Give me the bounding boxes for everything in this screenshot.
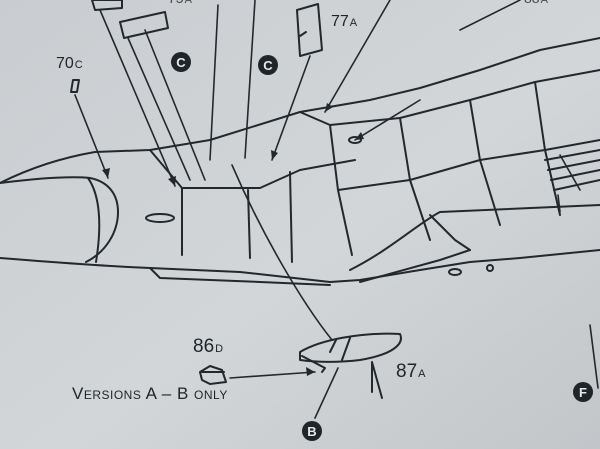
part-label-77a: 77A (331, 13, 358, 30)
callout-f: F (573, 382, 593, 402)
part-label-87a: 87A (396, 361, 426, 382)
versions-word: Versions (72, 384, 142, 403)
versions-only: only (194, 384, 228, 403)
callout-c-1: C (171, 52, 191, 72)
versions-letters: A – B (145, 384, 189, 403)
part-label-88a: 88A (524, 0, 548, 6)
versions-note: Versions A – B only (72, 384, 228, 404)
part-label-75a: 75A (168, 0, 192, 6)
part-label-70c: 70C (56, 55, 83, 72)
part-label-86d: 86D (193, 336, 224, 357)
callout-b: B (302, 421, 322, 441)
callout-c-2: C (258, 55, 278, 75)
